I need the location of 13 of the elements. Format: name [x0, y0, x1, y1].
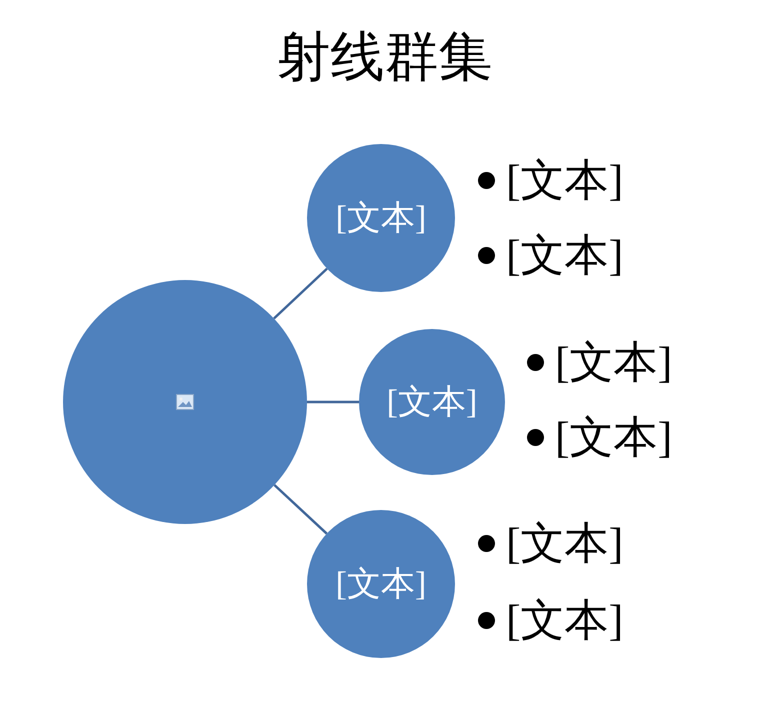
bullet-text: [文本]	[555, 336, 672, 388]
bullet-text: [文本]	[506, 230, 624, 282]
title: 射线群集	[276, 26, 494, 89]
connector-line	[307, 400, 359, 404]
node-label: [文本]	[336, 199, 426, 239]
connector-line	[274, 484, 328, 535]
connector-line	[273, 268, 328, 320]
node-label: [文本]	[386, 383, 478, 423]
bullet-text: [文本]	[506, 594, 624, 646]
bullet-text: [文本]	[555, 412, 672, 464]
node-label: [文本]	[336, 565, 426, 605]
bullet-text: [文本]	[506, 518, 624, 570]
bullet-text: [文本]	[506, 154, 624, 206]
